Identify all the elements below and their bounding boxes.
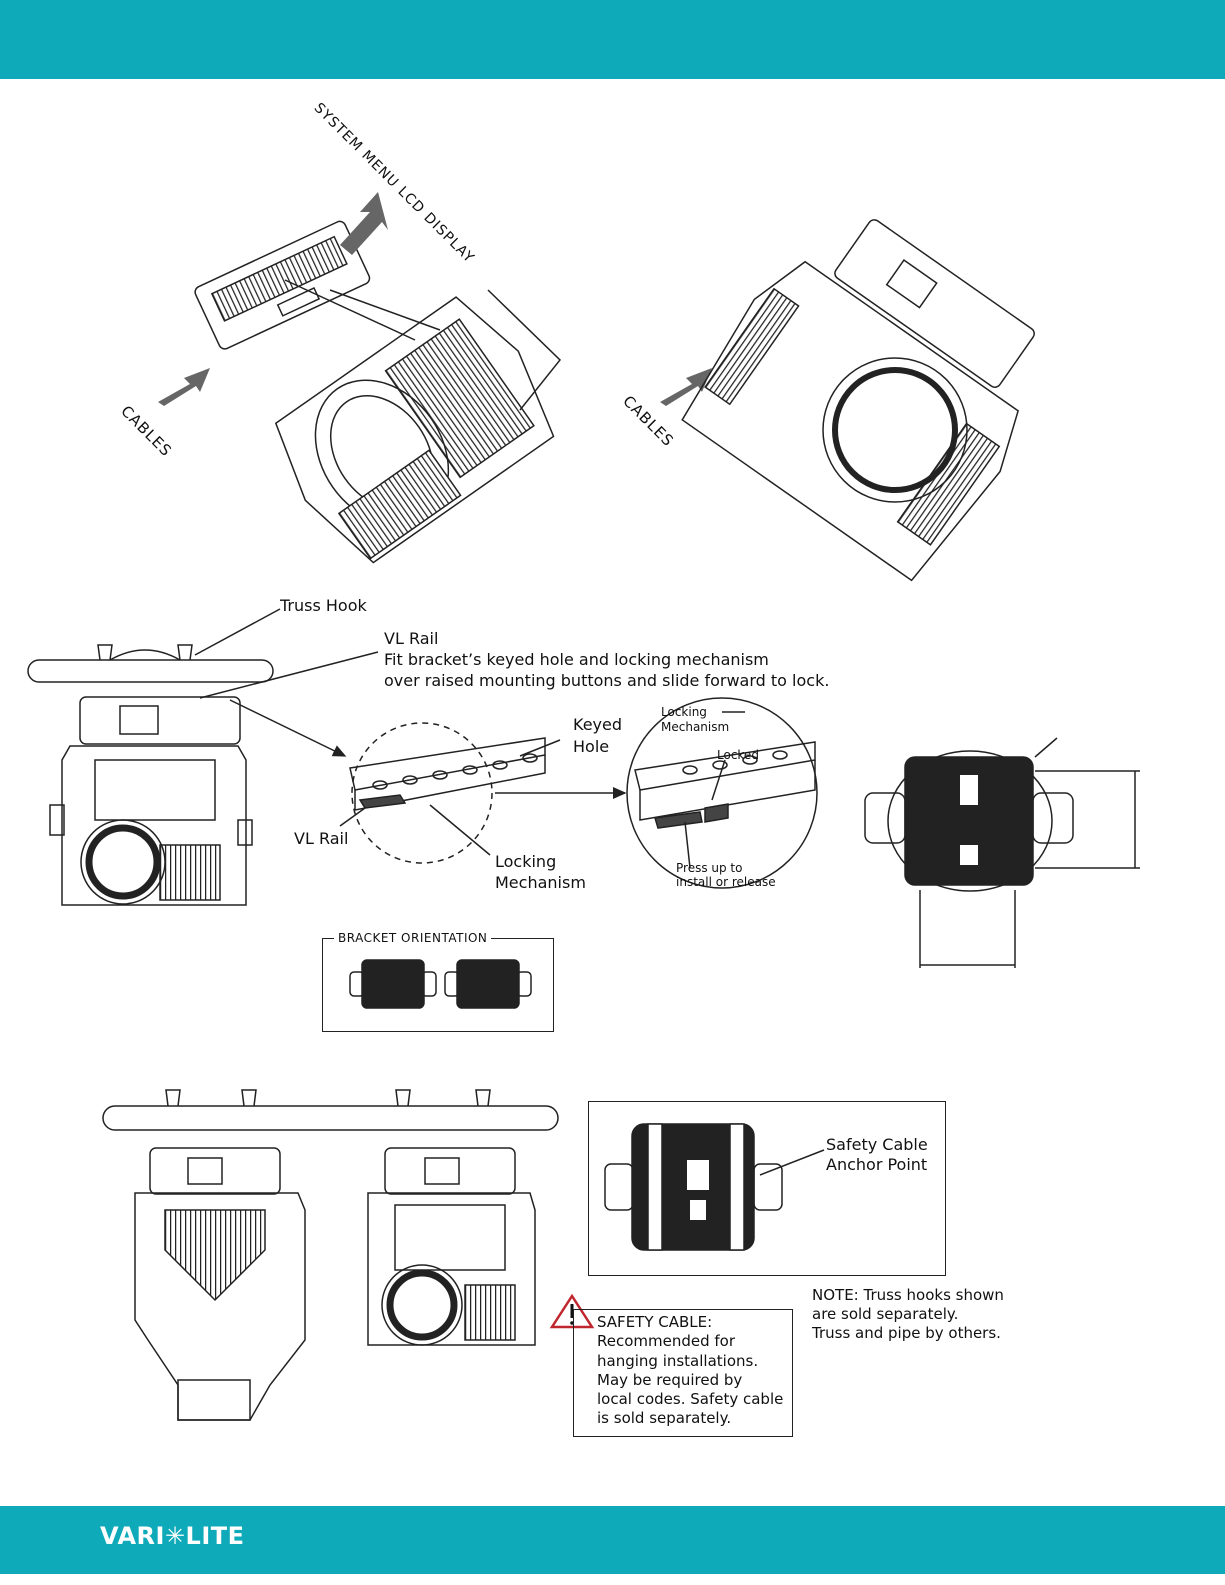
rail-detail-circle [339,722,561,864]
vl-rail-instruction-1: Fit bracket’s keyed hole and locking mec… [384,650,769,669]
display-arrow [340,192,388,255]
header-band [0,0,1225,79]
keyed-hole-label-1: Keyed [573,715,623,734]
detail-press-label-2: install or release [676,875,776,889]
safety-cable-text: SAFETY CABLE: Recommended for hanging in… [597,1313,783,1429]
vl-rail-leader [199,651,379,699]
keyed-hole-label-2: Hole [573,737,610,756]
vl-rail-title: VL Rail [384,629,439,648]
note-line: Truss and pipe by others. [812,1324,1001,1342]
truss-hook-note: NOTE: Truss hooks shown are sold separat… [812,1286,1004,1343]
locking-mechanism-label-1: Locking [495,852,557,871]
caution-line: SAFETY CABLE: [597,1313,713,1331]
bracket-orientation-box [322,938,554,1032]
footer-band [0,1506,1225,1574]
fixture-top-view [864,737,1140,968]
footer-rule [0,1574,1225,1585]
anchor-label-1: Safety Cable [826,1135,928,1154]
caution-line: hanging installations. [597,1351,759,1370]
detail-locking-label-1: Locking [661,705,707,719]
safety-anchor-top-view [604,1123,825,1251]
lock-detail-circle [626,697,818,889]
safety-anchor-box [588,1101,946,1276]
fixture-side-tilted [194,220,562,564]
locking-mechanism-label-2: Mechanism [495,873,586,892]
caution-line: Recommended for [597,1332,736,1351]
vl-rail-instruction-2: over raised mounting buttons and slide f… [384,671,830,690]
caution-icon [549,1293,595,1329]
detail-locking-label-2: Mechanism [661,720,730,734]
truss-hook-leader [194,608,281,656]
caution-line: May be required by [597,1370,743,1389]
detail-locked-label: Locked [717,748,759,762]
fixture-hanging-front [27,644,274,906]
brand-logo: VARI✳LITE [100,1522,245,1550]
note-line: NOTE: Truss hooks shown [812,1286,1004,1304]
bracket-orientation-icons [349,959,532,1009]
truss-hook-label: Truss Hook [280,596,367,615]
caution-line: is sold separately. [597,1409,732,1428]
note-line: are sold separately. [812,1305,959,1323]
cables-arrow-left [158,368,210,406]
fixture-front-tilted [681,219,1035,582]
bracket-orientation-title: BRACKET ORIENTATION [334,931,492,945]
vl-rail-label: VL Rail [294,829,349,848]
anchor-label-2: Anchor Point [826,1155,928,1174]
cables-arrow-right [660,368,712,406]
fixture-hanging-pair [102,1089,559,1421]
safety-cable-callout [573,1309,793,1437]
caution-line: local codes. Safety cable [597,1390,784,1409]
detail-press-label-1: Press up to [676,861,743,875]
detail-arrow-1 [229,699,347,757]
